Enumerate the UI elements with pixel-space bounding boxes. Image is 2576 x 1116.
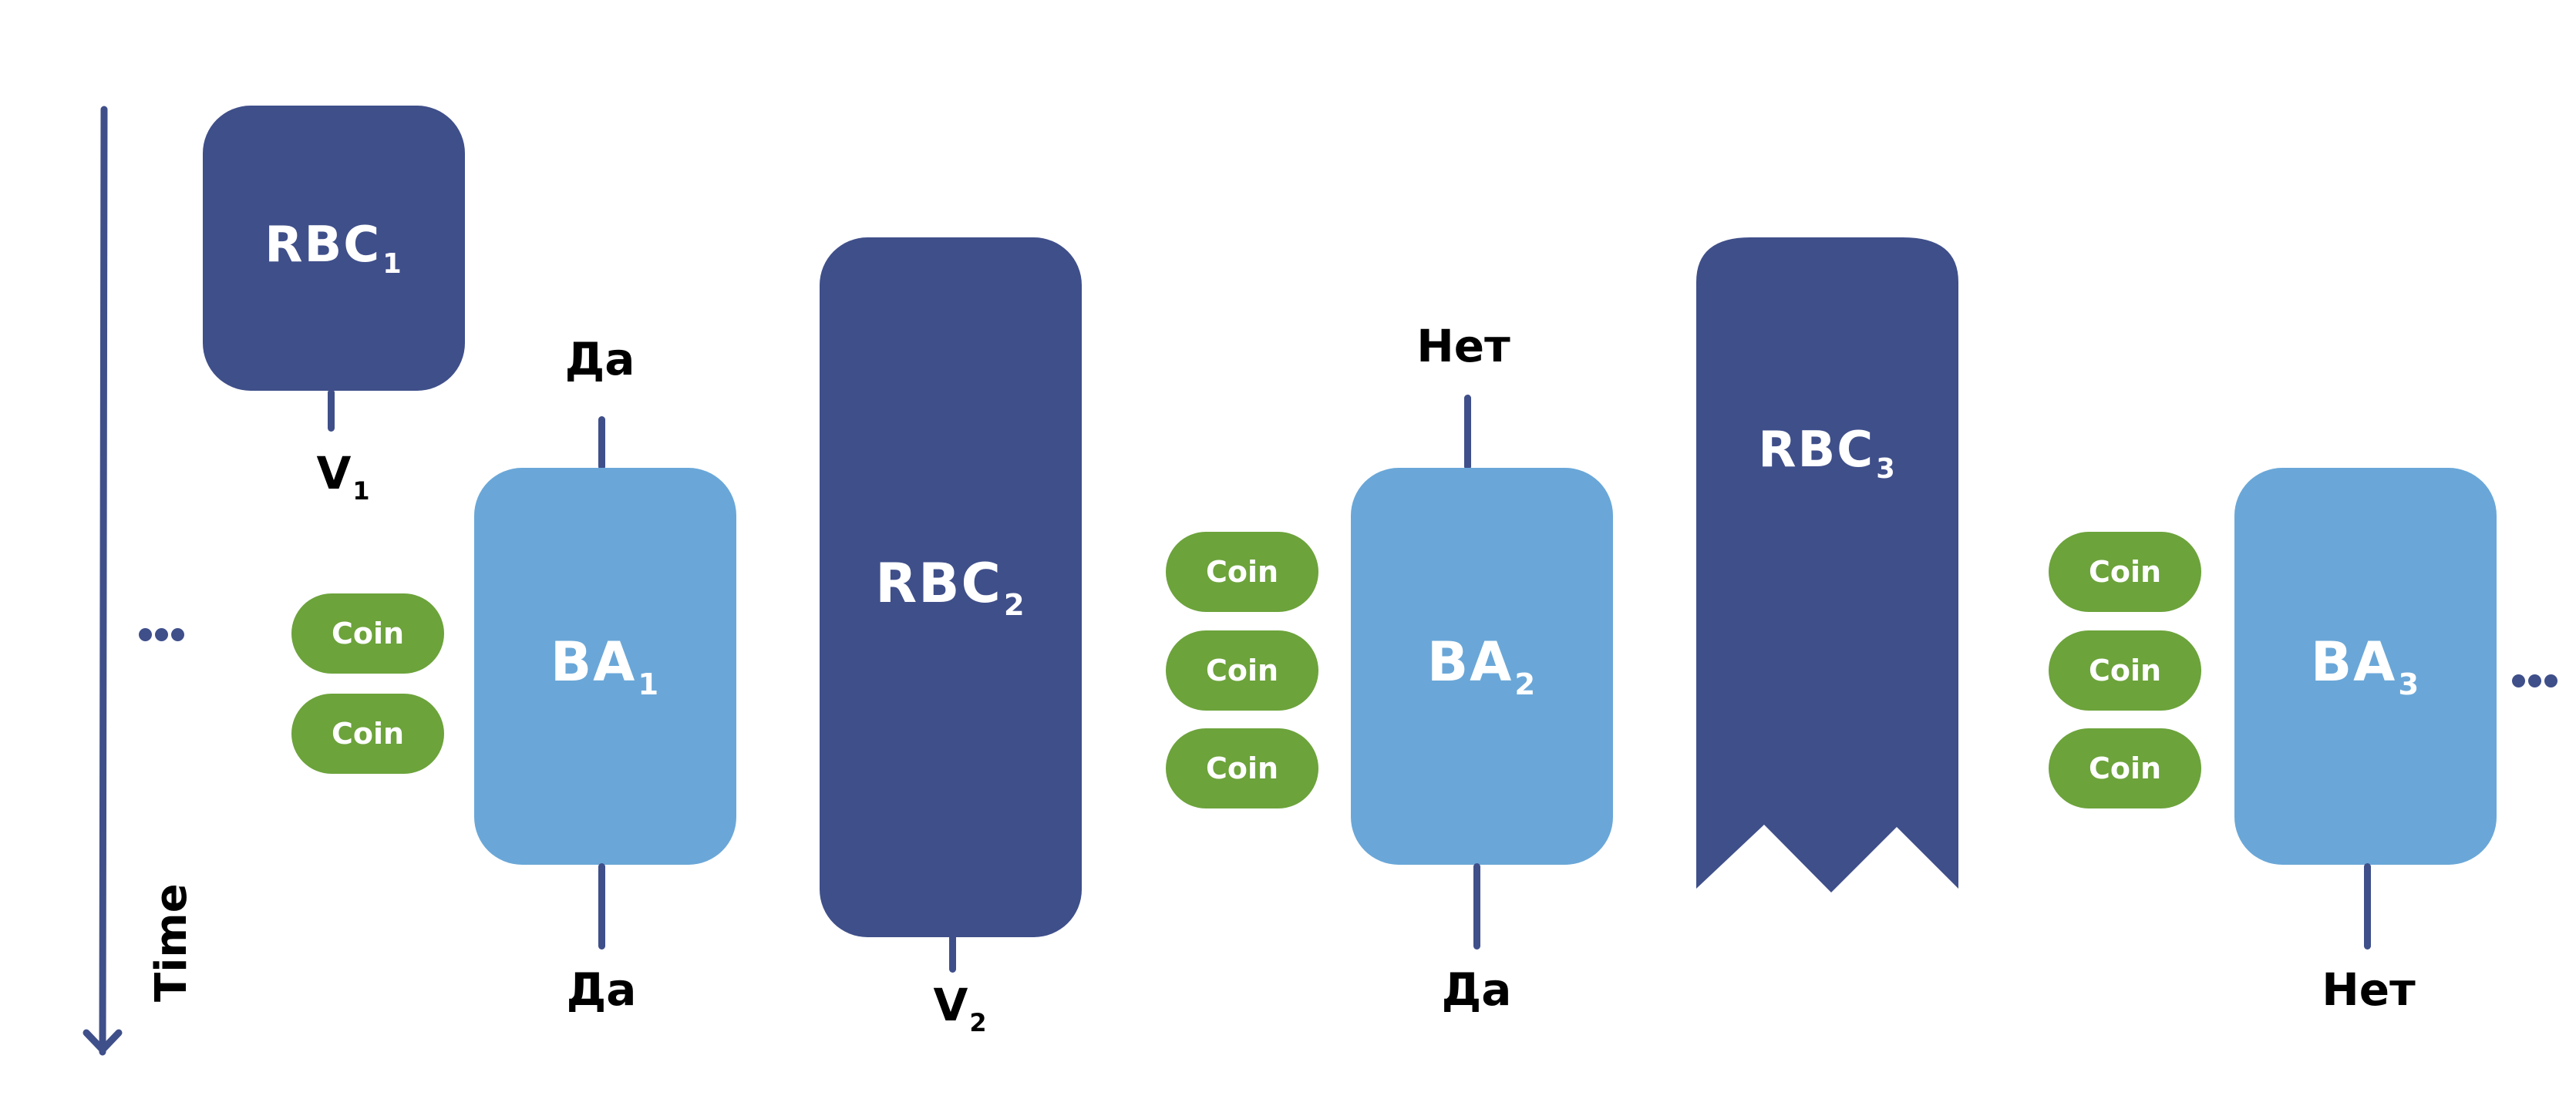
- ba-2-label: BA2: [1426, 630, 1537, 702]
- rbc-1-output-stem: [328, 389, 335, 432]
- ellipsis-right-icon: [2512, 674, 2557, 687]
- time-axis-label: Time: [146, 883, 197, 1002]
- rbc-3-label-wrap: RBC3: [1696, 237, 1958, 669]
- rbc-2-label: RBC2: [875, 551, 1026, 624]
- ba-2-coin: Coin: [1166, 630, 1318, 711]
- rbc-3-block: [1696, 237, 1958, 892]
- ba-3-output-label: Нет: [2322, 963, 2416, 1016]
- ba-2-output-label: Да: [1441, 963, 1512, 1016]
- ba-2-coin: Coin: [1166, 728, 1318, 808]
- rbc-1-label: RBC1: [264, 216, 403, 281]
- rbc-1-output-label: V1: [316, 447, 370, 506]
- rbc-2-output-label: V2: [933, 979, 987, 1038]
- ba-1-label: BA1: [550, 630, 661, 702]
- ellipsis-left-icon: [139, 628, 184, 641]
- ba-3-coin: Coin: [2049, 532, 2201, 612]
- ba-1-coin: Coin: [291, 593, 444, 674]
- rbc-2-output-stem: [949, 933, 956, 973]
- time-axis-arrow: [82, 106, 123, 1056]
- ba-1-input-label: Да: [564, 333, 635, 385]
- ba-3-label: BA3: [2310, 630, 2421, 702]
- ba-1-input-stem: [598, 416, 605, 470]
- ba-2-coin: Coin: [1166, 532, 1318, 612]
- rbc-2-block: RBC2: [820, 237, 1082, 937]
- ba-1-coin: Coin: [291, 694, 444, 774]
- ba-1-output-stem: [598, 863, 605, 950]
- ba-1-block: BA1: [474, 468, 736, 865]
- ba-3-coin: Coin: [2049, 630, 2201, 711]
- ba-3-output-stem: [2364, 863, 2371, 950]
- ba-3-block: BA3: [2234, 468, 2497, 865]
- ba-3-coin: Coin: [2049, 728, 2201, 808]
- ba-1-output-label: Да: [566, 963, 637, 1016]
- ba-2-input-stem: [1464, 395, 1471, 470]
- rbc-3-label: RBC3: [1758, 421, 1897, 486]
- ba-2-input-label: Нет: [1416, 320, 1510, 372]
- ba-2-output-stem: [1473, 863, 1480, 950]
- rbc-1-block: RBC1: [203, 106, 465, 391]
- ba-2-block: BA2: [1351, 468, 1613, 865]
